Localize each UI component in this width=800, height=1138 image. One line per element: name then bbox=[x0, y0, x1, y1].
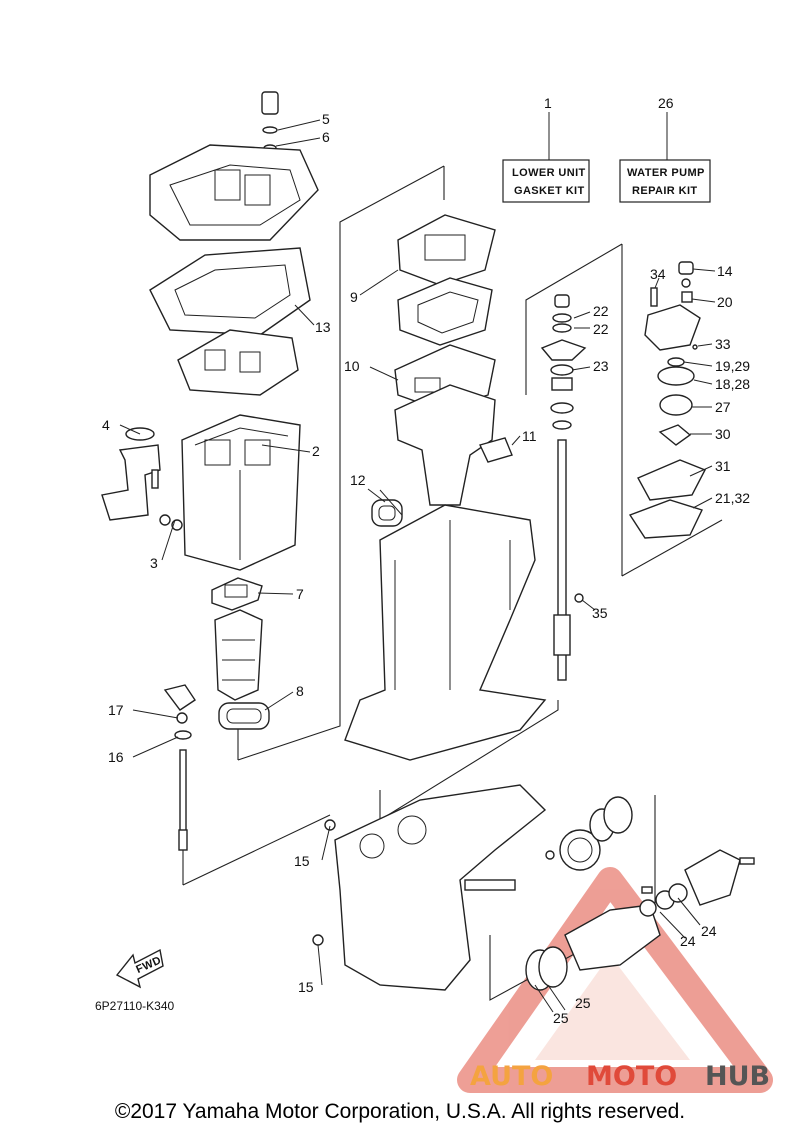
callout-21-32: 21,32 bbox=[715, 490, 750, 506]
callout-24a: 24 bbox=[701, 923, 717, 939]
upper-casing-top-part bbox=[149, 91, 319, 241]
callout-23: 23 bbox=[593, 358, 609, 374]
damper-11 bbox=[479, 437, 513, 463]
callout-30: 30 bbox=[715, 426, 731, 442]
callout-11: 11 bbox=[522, 428, 537, 444]
callout-9: 9 bbox=[350, 289, 358, 305]
kit-line2: GASKET KIT bbox=[514, 185, 585, 197]
callout-17: 17 bbox=[108, 702, 124, 718]
prop-shaft-cover bbox=[641, 849, 755, 906]
callout-14: 14 bbox=[717, 263, 733, 279]
callout-16: 16 bbox=[108, 749, 124, 765]
oil-pan bbox=[394, 384, 496, 506]
callout-19-29: 19,29 bbox=[715, 358, 750, 374]
callout-20: 20 bbox=[717, 294, 733, 310]
callout-4: 4 bbox=[102, 417, 110, 433]
water-pump-repair-kit-box: 26 WATER PUMP REPAIR KIT bbox=[619, 95, 711, 203]
callout-22b: 22 bbox=[593, 321, 609, 337]
fwd-arrow-icon: FWD bbox=[115, 948, 164, 989]
upper-plate-part bbox=[177, 329, 299, 396]
callout-31: 31 bbox=[715, 458, 731, 474]
callout-5: 5 bbox=[322, 111, 330, 127]
drive-shaft bbox=[540, 294, 587, 681]
middle-plate bbox=[397, 277, 493, 346]
watermark-text: AUTO MOTO HUB bbox=[470, 1061, 770, 1092]
seal-12 bbox=[371, 499, 403, 527]
callout-10: 10 bbox=[344, 358, 360, 374]
kit-line1: LOWER UNIT bbox=[512, 167, 586, 179]
gear-and-bearing bbox=[545, 796, 633, 871]
gasket-13 bbox=[149, 247, 311, 336]
gasket-8 bbox=[218, 702, 270, 730]
lower-case bbox=[312, 784, 547, 991]
propeller-shaft-housing bbox=[564, 883, 688, 971]
kit-line1: WATER PUMP bbox=[627, 167, 705, 179]
callout-13: 13 bbox=[315, 319, 331, 335]
kit-number-26: 26 bbox=[658, 95, 674, 111]
callout-15b: 15 bbox=[298, 979, 314, 995]
callout-25a: 25 bbox=[575, 995, 591, 1011]
bracket-4 bbox=[101, 427, 161, 521]
kit-line2: REPAIR KIT bbox=[632, 185, 698, 197]
exhaust-guide-2 bbox=[181, 414, 301, 571]
callout-15a: 15 bbox=[294, 853, 310, 869]
callout-2: 2 bbox=[312, 443, 320, 459]
lower-unit-gasket-kit-box: 1 LOWER UNIT GASKET KIT bbox=[502, 95, 590, 203]
callout-33: 33 bbox=[715, 336, 731, 352]
callout-22a: 22 bbox=[593, 303, 609, 319]
gasket-9 bbox=[397, 214, 496, 286]
watermark-part3: HUB bbox=[705, 1061, 770, 1092]
callout-labels: 5 6 13 2 4 3 7 8 17 16 9 10 11 12 22 22 … bbox=[102, 111, 750, 1026]
callout-27: 27 bbox=[715, 399, 731, 415]
gasket-7 bbox=[211, 577, 263, 611]
callout-18-28: 18,28 bbox=[715, 376, 750, 392]
group-frames bbox=[182, 165, 723, 1001]
watermark-part1: AUTO bbox=[470, 1061, 553, 1092]
bolt-3 bbox=[159, 514, 183, 531]
watermark-part2: MOTO bbox=[586, 1061, 677, 1092]
callout-25b: 25 bbox=[553, 1010, 569, 1026]
shift-rod-16-17 bbox=[163, 684, 196, 851]
kit-number-1: 1 bbox=[544, 95, 552, 111]
water-pump-parts bbox=[628, 261, 706, 539]
callout-3: 3 bbox=[150, 555, 158, 571]
callout-7: 7 bbox=[296, 586, 304, 602]
callout-34: 34 bbox=[650, 266, 666, 282]
o-rings-25 bbox=[525, 946, 568, 991]
exhaust-tube bbox=[214, 609, 263, 701]
callout-6: 6 bbox=[322, 129, 330, 145]
callout-8: 8 bbox=[296, 683, 304, 699]
callout-35: 35 bbox=[592, 605, 608, 621]
upper-case-housing bbox=[344, 504, 547, 761]
leader-lines bbox=[119, 119, 716, 1013]
diagram-code: 6P27110-K340 bbox=[95, 999, 175, 1013]
callout-24b: 24 bbox=[680, 933, 696, 949]
copyright-notice: ©2017 Yamaha Motor Corporation, U.S.A. A… bbox=[114, 1100, 686, 1123]
callout-12: 12 bbox=[350, 472, 366, 488]
